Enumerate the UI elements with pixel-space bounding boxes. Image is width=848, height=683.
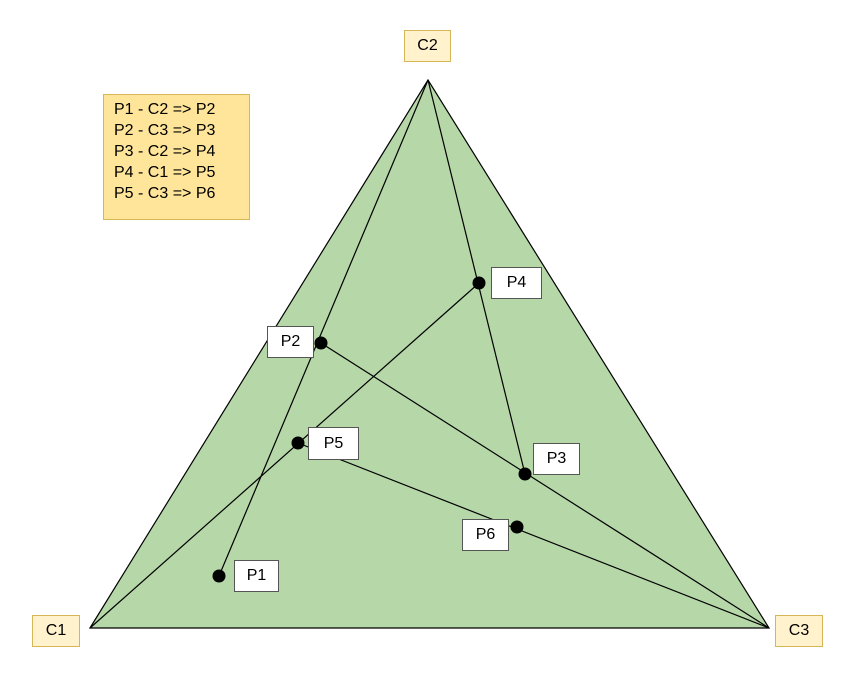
point-p2	[314, 336, 328, 350]
point-label-p5: P5	[308, 427, 359, 460]
legend-box: P1 - C2 => P2 P2 - C3 => P3 P3 - C2 => P…	[103, 94, 250, 220]
line-p2-c3	[320, 342, 770, 629]
point-label-p6: P6	[462, 519, 509, 551]
triangle	[88, 78, 771, 629]
point-label-p3: P3	[533, 443, 580, 475]
point-label-p1: P1	[234, 560, 279, 592]
line-p5-c3	[297, 442, 770, 629]
legend-step-5: P5 - C3 => P6	[114, 185, 216, 202]
point-p4	[472, 276, 486, 290]
point-p3	[518, 467, 532, 481]
point-p5	[291, 436, 305, 450]
legend-step-3: P3 - C2 => P4	[114, 143, 216, 160]
point-label-p2: P2	[267, 326, 314, 358]
corner-label-c3: C3	[775, 615, 823, 647]
legend-step-2: P2 - C3 => P3	[114, 122, 216, 139]
corner-label-c2: C2	[404, 30, 451, 62]
line-p4-c1	[89, 282, 480, 629]
legend-step-1: P1 - C2 => P2	[114, 101, 216, 118]
point-label-p4: P4	[491, 267, 542, 299]
legend-step-4: P4 - C1 => P5	[114, 164, 216, 181]
point-p6	[510, 520, 524, 534]
line-p1-c2	[218, 79, 429, 577]
corner-label-c1: C1	[32, 615, 80, 647]
point-p1	[212, 569, 226, 583]
